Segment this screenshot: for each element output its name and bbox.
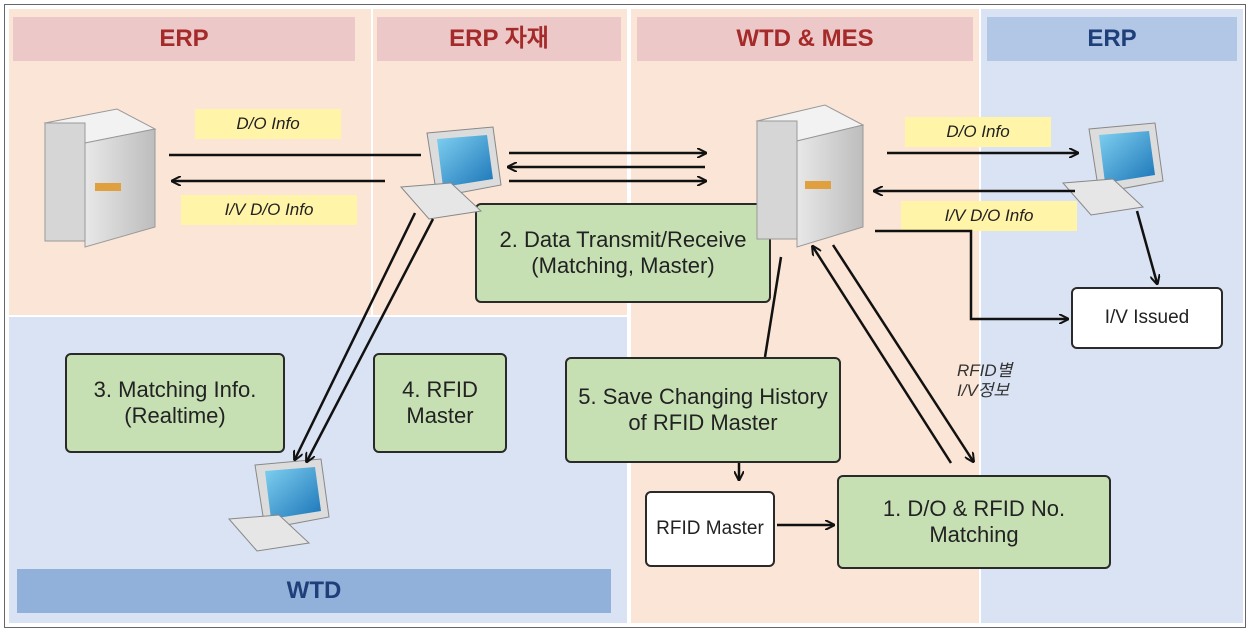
note-do-info-left: D/O Info [195, 109, 341, 139]
header-wtd-bottom: WTD [17, 569, 611, 613]
box-do-rfid-matching: 1. D/O & RFID No. Matching [837, 475, 1111, 569]
server-icon [755, 104, 865, 248]
note-iv-do-info-left: I/V D/O Info [181, 195, 357, 225]
arrow-line [875, 229, 1067, 319]
diagram-frame: ERP ERP 자재 WTD & MES ERP WTD D/O Info I/… [4, 4, 1246, 628]
arrow-line [763, 256, 783, 358]
box-rfid-master-4: 4. RFID Master [373, 353, 507, 453]
header-erp-right: ERP [987, 17, 1237, 61]
header-erp-left: ERP [13, 17, 355, 61]
arrow-line [1135, 210, 1157, 283]
arrow-line [831, 244, 973, 461]
box-save-history: 5. Save Changing History of RFID Master [565, 357, 841, 463]
computer-icon [399, 126, 502, 220]
note-do-info-right: D/O Info [905, 117, 1051, 147]
box-matching-info: 3. Matching Info. (Realtime) [65, 353, 285, 453]
note-iv-do-info-right: I/V D/O Info [901, 201, 1077, 231]
computer-icon [227, 458, 330, 552]
arrow-line [813, 247, 953, 464]
server-icon [43, 108, 157, 248]
arrow-line [295, 212, 417, 459]
box-rfid-master: RFID Master [645, 491, 775, 567]
arrow-line [307, 218, 435, 461]
label-rfid-iv-info: RFID별 I/V정보 [957, 361, 1013, 400]
box-data-transmit: 2. Data Transmit/Receive (Matching, Mast… [475, 203, 771, 303]
computer-icon [1061, 122, 1164, 216]
header-wtd-mes: WTD & MES [637, 17, 973, 61]
diagram-graphics [43, 104, 1164, 552]
box-iv-issued: I/V Issued [1071, 287, 1223, 349]
header-erp-material: ERP 자재 [377, 17, 621, 61]
